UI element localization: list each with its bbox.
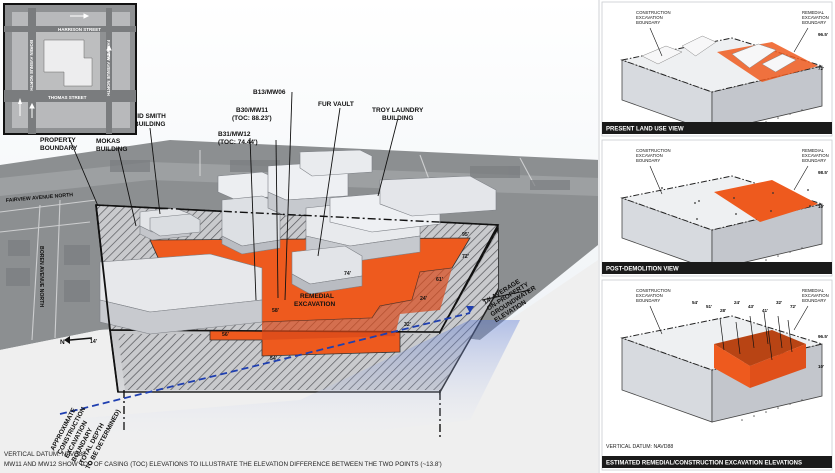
panel-left-label: EXCAVATION [636, 15, 663, 20]
fairview-label: FAIRVIEW AVENUE NORTH [6, 192, 74, 204]
panel-elevation-label: 51' [706, 304, 712, 309]
panel-remedial-pit-wall [714, 344, 750, 388]
panel-elevation-label: 54' [692, 300, 698, 305]
svg-text:(TOC: 74.44'): (TOC: 74.44') [218, 139, 258, 146]
panel-elevation-label: 43' [748, 304, 754, 309]
inset-harrison-label: HARRISON STREET [58, 27, 101, 32]
groundwater-leader [481, 289, 531, 301]
panel-remedial-pit-floor [714, 330, 806, 366]
panel-right-label: EXCAVATION [802, 293, 829, 298]
panel-elevation-label: 32' [776, 300, 782, 305]
svg-text:32': 32' [404, 322, 411, 328]
inset-fairview-label: FAIRVIEW AVENUE NORTH [106, 40, 111, 96]
panel-left-label: BOUNDARY [636, 158, 660, 163]
inset-map: HARRISON STREET THOMAS STREET BOREN AVEN… [3, 3, 137, 135]
groundwater-glow [60, 320, 520, 450]
label-b31: B31/MW12 [218, 131, 251, 138]
groundwater-marker [466, 306, 474, 313]
panel-elevation-label: 96.5' [818, 32, 828, 37]
panel-elevation-label: 41' [762, 308, 768, 313]
svg-text:EXCAVATION: EXCAVATION [294, 301, 335, 308]
panel-right-label: EXCAVATION [802, 15, 829, 20]
svg-text:24': 24' [420, 296, 427, 302]
panel-right-label: BOUNDARY [802, 298, 826, 303]
svg-text:61': 61' [436, 277, 443, 283]
boren-label: BOREN AVENUE NORTH [38, 246, 44, 307]
svg-text:58': 58' [272, 308, 279, 314]
panel-remedial-area [714, 180, 818, 222]
inset-thomas-label: THOMAS STREET [48, 95, 87, 100]
panel-1: CONSTRUCTIONEXCAVATIONBOUNDARYREMEDIALEX… [601, 1, 833, 137]
panel-elevation-label: 72' [818, 66, 824, 71]
svg-text:14': 14' [90, 339, 97, 345]
label-b30: B30/MW11 [236, 107, 269, 114]
panel-caption: ESTIMATED REMEDIAL/CONSTRUCTION EXCAVATI… [606, 461, 802, 467]
callout-leaders [69, 91, 399, 301]
label-remedial-excavation: REMEDIAL [300, 293, 334, 300]
inset-one-way-arrows [29, 13, 112, 118]
svg-text:BUILDING: BUILDING [96, 146, 127, 153]
panel-right-label: REMEDIAL [802, 148, 825, 153]
panel-elevation-label: 96.5' [818, 334, 828, 339]
panel-right-label: BOUNDARY [802, 158, 826, 163]
panel-left-label: BOUNDARY [636, 298, 660, 303]
main-view: 95' 72' 74' 61' 32' 56' 54' 58' 24' 14' … [0, 0, 600, 473]
panel-left-label: BOUNDARY [636, 20, 660, 25]
panel-elevation-label: 24' [734, 300, 740, 305]
svg-text:74': 74' [344, 271, 351, 277]
panel-right-label: REMEDIAL [802, 288, 825, 293]
panel-2: CONSTRUCTIONEXCAVATIONBOUNDARYREMEDIALEX… [601, 139, 833, 277]
panel-right-label: BOUNDARY [802, 20, 826, 25]
svg-text:(TOC: 88.23'): (TOC: 88.23') [232, 115, 272, 122]
label-mokas: MOKAS [96, 138, 121, 145]
panel-elevation-label: 10' [818, 364, 824, 369]
panel-caption-bar [602, 262, 832, 274]
panel-caption-bar [602, 456, 832, 468]
north-arrow-inset [18, 98, 22, 116]
groundwater-line [59, 312, 471, 415]
panel-left-label: CONSTRUCTION [636, 148, 671, 153]
svg-text:54': 54' [270, 356, 277, 362]
construction-boundary-left [95, 204, 119, 393]
panel-left-label: CONSTRUCTION [636, 288, 671, 293]
label-fur-vault: FUR VAULT [318, 101, 354, 108]
svg-text:BUILDING: BUILDING [134, 121, 165, 128]
panel-footer-datum: VERTICAL DATUM: NAVD88 [606, 444, 673, 450]
svg-text:56': 56' [222, 332, 229, 338]
dimension-labels: 95' 72' 74' 61' 32' 56' 54' 58' 24' 14' [90, 232, 469, 362]
inset-boren-label: BOREN AVENUE NORTH [29, 40, 34, 91]
north-arrow-main: N [60, 336, 93, 346]
svg-text:N: N [60, 339, 65, 346]
panel-caption: POST-DEMOLITION VIEW [606, 267, 679, 273]
label-property-boundary: PROPERTY [40, 137, 76, 144]
panel-right-label: REMEDIAL [802, 10, 825, 15]
right-panels: CONSTRUCTIONEXCAVATIONBOUNDARYREMEDIALEX… [601, 1, 833, 471]
buildings [99, 149, 497, 335]
svg-text:72': 72' [462, 254, 469, 260]
label-b13: B13/MW06 [253, 89, 286, 96]
svg-text:95': 95' [462, 232, 469, 238]
panel-elevation-label: 72' [790, 304, 796, 309]
panel-3: CONSTRUCTIONEXCAVATIONBOUNDARYREMEDIALEX… [601, 279, 833, 471]
panel-elevation-label: 98.5' [818, 170, 828, 175]
footer-note: MW11 AND MW12 SHOW TOP OF CASING (TOC) E… [4, 461, 442, 468]
panel-right-label: EXCAVATION [802, 153, 829, 158]
svg-text:BOUNDARY: BOUNDARY [40, 145, 78, 152]
label-david-smith: DAVID SMITH [124, 113, 166, 120]
panel-left-label: CONSTRUCTION [636, 10, 671, 15]
panel-caption: PRESENT LAND USE VIEW [606, 127, 684, 133]
panel-left-label: EXCAVATION [636, 153, 663, 158]
panel-caption-bar [602, 122, 832, 134]
panel-elevation-label: 10' [818, 204, 824, 209]
label-troy-laundry: TROY LAUNDRY [372, 107, 424, 114]
svg-text:BUILDING: BUILDING [382, 115, 413, 122]
footer-datum: VERTICAL DATUM: NAVD88 [4, 451, 86, 458]
panel-elevation-label: 28' [720, 308, 726, 313]
panel-left-label: EXCAVATION [636, 293, 663, 298]
